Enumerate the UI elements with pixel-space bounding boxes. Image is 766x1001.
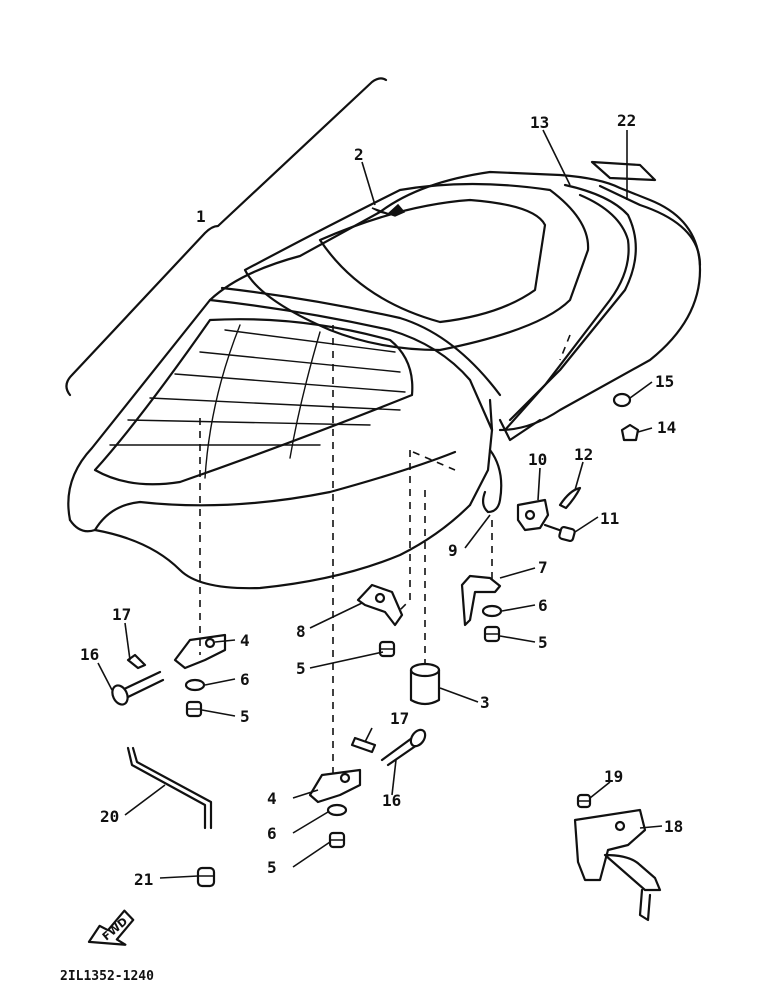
bolt [378,640,396,658]
leader-line [159,875,199,879]
washer [481,604,503,618]
rod-part-20 [126,746,213,830]
leader-line [574,461,584,491]
clip-part-12 [558,486,582,510]
callout-20: 20 [100,807,119,826]
leader-line [204,678,236,686]
callout-5-lower: 5 [267,858,277,877]
callout-16-left: 16 [80,645,99,664]
leader-line [364,727,373,743]
callout-2: 2 [354,145,364,164]
leader-line [537,467,541,501]
label-part-22 [590,160,657,182]
fastener-part-21 [196,866,216,888]
leader-line [391,759,397,796]
bolt [483,625,501,643]
callout-19: 19 [604,767,623,786]
leader-line [589,781,611,799]
forward-arrow-icon [87,909,135,946]
callout-17-left: 17 [112,605,131,624]
hinge-bracket-lower [308,768,362,804]
leader-line [214,639,236,643]
leader-line [629,381,653,399]
drawing-code: 2IL1352-1240 [60,969,154,984]
seat-assembly [67,170,702,590]
leader-line [292,811,329,834]
clip-part-17-right [350,736,377,754]
leader-line [637,427,653,433]
leader-line [639,825,663,829]
plate-part-7 [460,574,502,627]
callout-11: 11 [600,509,619,528]
leader-line [501,604,536,612]
callout-6-right: 6 [538,596,548,615]
callout-9: 9 [448,541,458,560]
guide-line [399,450,411,611]
leader-line [439,687,479,703]
pin-part-16-right [380,728,427,767]
callout-4-upper: 4 [240,631,250,650]
callout-18: 18 [664,817,683,836]
leader-line [309,651,384,669]
screw-part-14 [620,423,640,442]
callout-4-lower: 4 [267,789,277,808]
leader-line [542,129,571,186]
damper-part [409,662,441,706]
washer [184,678,206,692]
nut-part-15 [612,392,632,408]
callout-8: 8 [296,622,306,641]
leader-line [124,784,166,816]
leader-line [292,841,331,868]
bolt-part-11 [543,523,576,543]
callout-5-left: 5 [240,707,250,726]
washer [326,803,348,817]
bolt [328,831,346,849]
callout-10: 10 [528,450,547,469]
leader-line [201,709,236,717]
assembly-bracket [65,77,388,397]
callout-1: 1 [196,207,206,226]
screw-part-19 [576,793,592,809]
callout-17-right: 17 [390,709,409,728]
leader-line [361,161,376,206]
callout-12: 12 [574,445,593,464]
clip-part-17-left [126,653,147,670]
leader-line [309,602,363,629]
callout-6-left: 6 [240,670,250,689]
callout-22: 22 [617,111,636,130]
leader-line [124,622,131,661]
seat-lock-part-18 [573,808,662,922]
callout-21: 21 [134,870,153,889]
lock-bracket-part-10 [516,498,550,532]
leader-line [292,789,319,799]
callout-14: 14 [657,418,676,437]
callout-7: 7 [538,558,548,577]
leader-line [499,567,536,579]
leader-line [97,662,113,691]
bolt [185,700,203,718]
callout-15: 15 [655,372,674,391]
hinge-bracket-upper [173,633,227,670]
pin-part-16-left [111,670,165,706]
callout-13: 13 [530,113,549,132]
leader-line [574,516,599,533]
callout-6-lower: 6 [267,824,277,843]
callout-5-right: 5 [538,633,548,652]
leader-line [464,514,491,549]
leader-line [499,635,536,643]
bracket-part-8 [356,583,404,627]
callout-3: 3 [480,693,490,712]
callout-16-right: 16 [382,791,401,810]
guide-line [559,334,571,361]
callout-5-mid: 5 [296,659,306,678]
